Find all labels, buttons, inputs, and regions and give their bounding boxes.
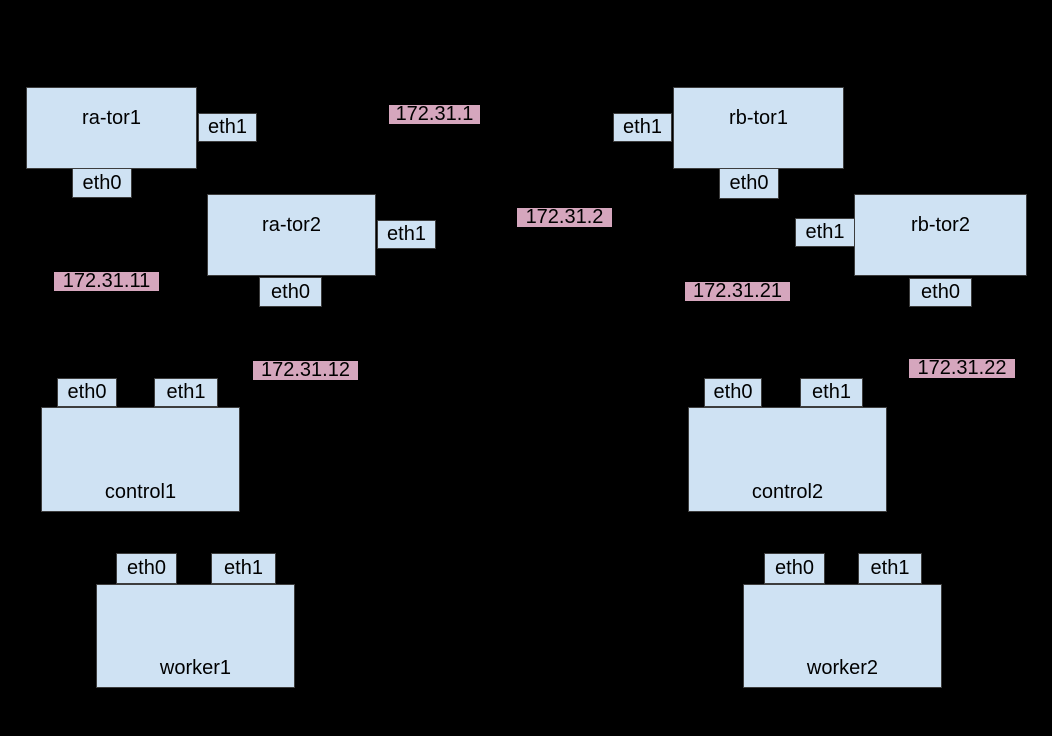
port-control2-eth1: eth1 xyxy=(800,378,863,407)
port-worker1-eth1: eth1 xyxy=(211,553,276,584)
node-rb-tor1: rb-tor1 xyxy=(673,87,844,169)
ip-label-172-31-22: 172.31.22 xyxy=(909,358,1015,378)
port-worker2-eth0: eth0 xyxy=(764,553,825,584)
node-ra-tor1: ra-tor1 xyxy=(26,87,197,169)
ip-label-172-31-21: 172.31.21 xyxy=(685,281,790,301)
node-control2: control2 xyxy=(688,407,887,512)
ip-label-172-31-11: 172.31.11 xyxy=(54,271,159,291)
port-rb-tor1-eth0: eth0 xyxy=(719,168,779,199)
ip-label-172-31-12: 172.31.12 xyxy=(253,360,358,380)
port-control1-eth1: eth1 xyxy=(154,378,218,407)
port-rb-tor2-eth0: eth0 xyxy=(909,278,972,307)
node-worker1: worker1 xyxy=(96,584,295,688)
port-ra-tor1-eth1: eth1 xyxy=(198,113,257,142)
port-control1-eth0: eth0 xyxy=(57,378,117,407)
ip-label-172-31-2: 172.31.2 xyxy=(517,207,612,227)
port-control2-eth0: eth0 xyxy=(704,378,762,407)
port-ra-tor1-eth0: eth0 xyxy=(72,168,132,198)
port-worker1-eth0: eth0 xyxy=(116,553,177,584)
port-rb-tor2-eth1: eth1 xyxy=(795,218,855,247)
port-worker2-eth1: eth1 xyxy=(858,553,922,584)
node-worker2: worker2 xyxy=(743,584,942,688)
node-ra-tor2: ra-tor2 xyxy=(207,194,376,276)
node-rb-tor2: rb-tor2 xyxy=(854,194,1027,276)
port-rb-tor1-eth1: eth1 xyxy=(613,113,672,142)
port-ra-tor2-eth1: eth1 xyxy=(377,220,436,249)
ip-label-172-31-1: 172.31.1 xyxy=(389,104,480,124)
node-control1: control1 xyxy=(41,407,240,512)
port-ra-tor2-eth0: eth0 xyxy=(259,277,322,307)
